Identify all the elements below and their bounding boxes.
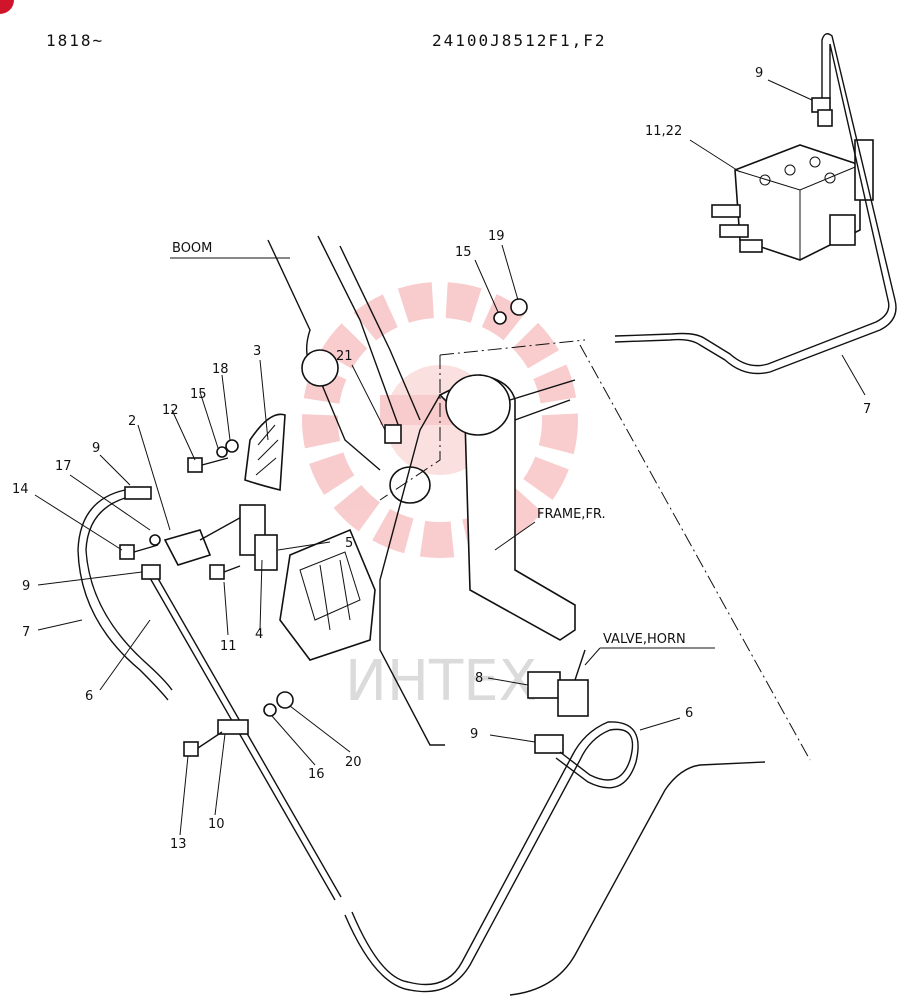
control-valve-part bbox=[711, 139, 874, 261]
frame-part bbox=[379, 339, 586, 746]
pipe-7-right-inner bbox=[614, 43, 890, 367]
pipe-6-right bbox=[344, 728, 634, 993]
bolt-13-part bbox=[183, 741, 199, 757]
label-16: 16 bbox=[308, 767, 325, 782]
label-11-22: 11,22 bbox=[645, 124, 682, 139]
label-19: 19 bbox=[488, 229, 505, 244]
label-3: 3 bbox=[253, 344, 261, 359]
clamp-10-part bbox=[217, 719, 249, 735]
nut-19-part bbox=[510, 298, 528, 316]
lever-assembly-part bbox=[119, 504, 278, 580]
serial-number: 1818~ bbox=[46, 31, 104, 50]
label-frame: FRAME,FR. bbox=[537, 507, 606, 522]
label-13: 13 bbox=[170, 837, 187, 852]
label-12: 12 bbox=[162, 403, 179, 418]
pipe-7-left bbox=[77, 489, 169, 701]
pipe-6-left bbox=[149, 577, 336, 901]
pipe-7-right bbox=[614, 33, 897, 375]
label-21: 21 bbox=[336, 349, 353, 364]
bolt-12-part bbox=[187, 457, 229, 473]
label-7-left: 7 bbox=[22, 625, 30, 640]
label-18: 18 bbox=[212, 362, 229, 377]
label-14: 14 bbox=[12, 482, 29, 497]
label-8: 8 bbox=[475, 671, 483, 686]
washer-15-part bbox=[216, 446, 228, 458]
horn-bracket-part bbox=[279, 528, 376, 661]
label-7-right: 7 bbox=[863, 402, 871, 417]
label-9-top: 9 bbox=[755, 66, 763, 81]
label-15: 15 bbox=[190, 387, 207, 402]
elbow-9-left-part bbox=[124, 486, 152, 500]
horn-valve-part bbox=[527, 649, 589, 717]
watermark-text: ИНТЕХ bbox=[345, 649, 537, 714]
nut-18-part bbox=[225, 439, 239, 453]
label-valve-horn: VALVE,HORN bbox=[603, 632, 686, 647]
label-6-right: 6 bbox=[685, 706, 693, 721]
bracket-3-part bbox=[244, 413, 286, 492]
watermark-logo bbox=[302, 282, 578, 558]
washer-16-part bbox=[263, 703, 277, 717]
label-boom: BOOM bbox=[172, 241, 212, 256]
washer-15-top-part bbox=[493, 311, 507, 325]
label-6-left: 6 bbox=[85, 689, 93, 704]
boom-part bbox=[267, 235, 421, 471]
pipe-7-bottom bbox=[509, 761, 766, 996]
elbow-9-bottom-part bbox=[534, 734, 564, 754]
plate-21-part bbox=[384, 424, 402, 444]
corner-badge bbox=[0, 0, 14, 14]
label-9-left: 9 bbox=[22, 579, 30, 594]
label-10: 10 bbox=[208, 817, 225, 832]
elbow-fitting-part bbox=[811, 97, 833, 127]
label-11: 11 bbox=[220, 639, 237, 654]
label-9-left-upper: 9 bbox=[92, 441, 100, 456]
label-4: 4 bbox=[255, 627, 263, 642]
label-20: 20 bbox=[345, 755, 362, 770]
label-17: 17 bbox=[55, 459, 72, 474]
label-2: 2 bbox=[128, 414, 136, 429]
label-15-top: 15 bbox=[455, 245, 472, 260]
nut-20-part bbox=[276, 691, 294, 709]
label-9-bottom: 9 bbox=[470, 727, 478, 742]
label-5: 5 bbox=[345, 536, 353, 551]
part-code: 24100J8512F1,F2 bbox=[432, 31, 607, 50]
